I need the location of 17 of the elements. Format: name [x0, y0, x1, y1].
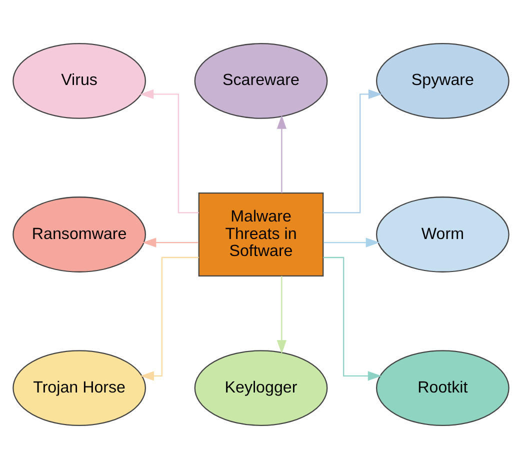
- arrow: [324, 238, 380, 248]
- node-ellipse: Spyware: [376, 43, 510, 119]
- node-ellipse: Trojan Horse: [12, 350, 146, 426]
- arrow: [323, 256, 382, 381]
- arrow: [140, 256, 199, 381]
- node-ellipse: Worm: [376, 196, 510, 272]
- arrow: [276, 276, 287, 354]
- arrow: [323, 89, 382, 214]
- arrow: [140, 89, 199, 214]
- node-ellipse: Rootkit: [376, 350, 510, 426]
- node-ellipse: Keylogger: [194, 350, 328, 426]
- arrow: [276, 115, 287, 193]
- node-ellipse: Virus: [12, 43, 146, 119]
- node-ellipse: Scareware: [194, 43, 328, 119]
- node-ellipse: Ransomware: [12, 196, 146, 272]
- arrow: [142, 238, 198, 248]
- node-box: Malware Threats in Software: [198, 192, 324, 276]
